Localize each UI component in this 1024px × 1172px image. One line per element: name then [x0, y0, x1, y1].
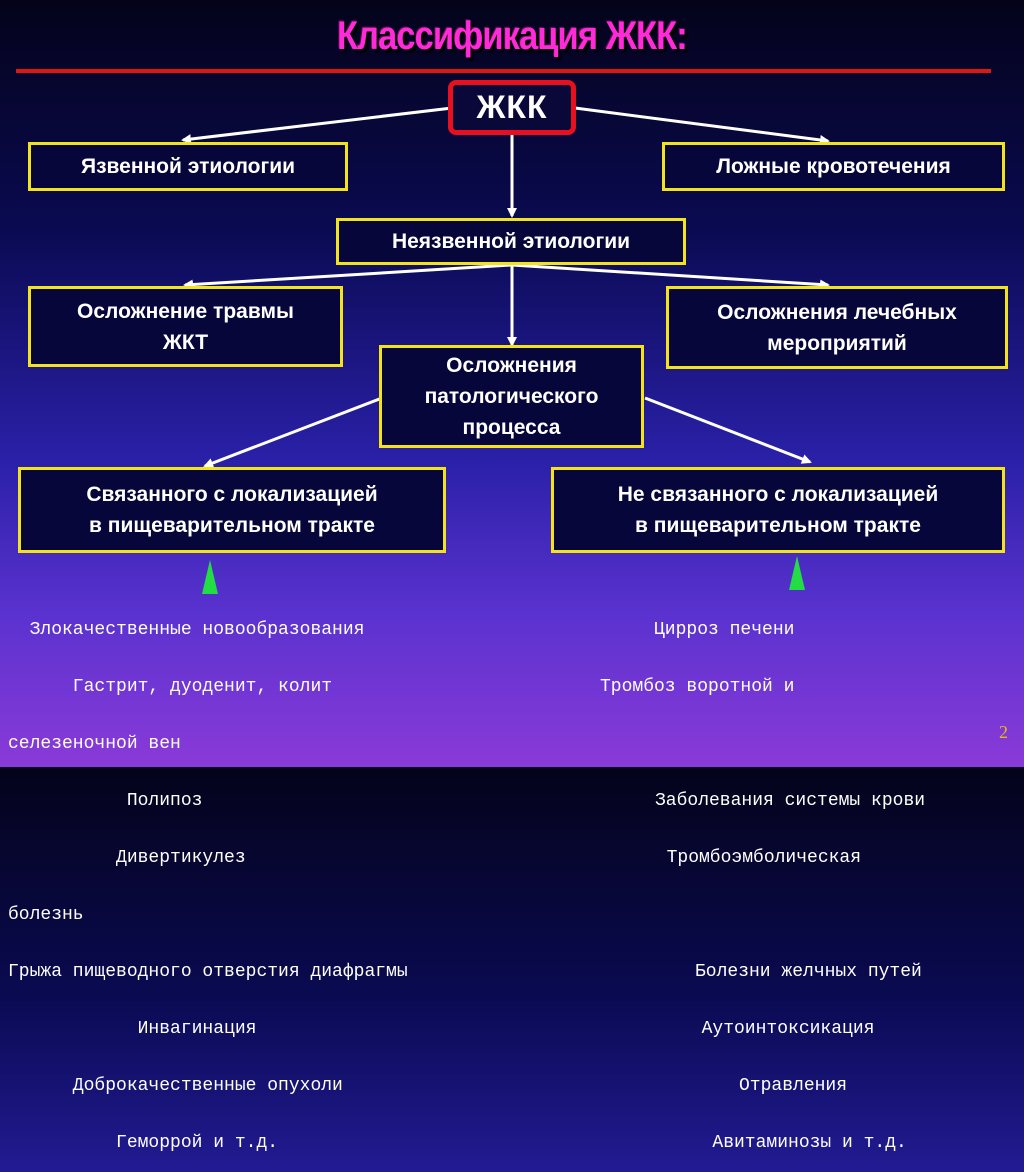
node-pathology: Осложнения патологического процесса: [379, 345, 644, 448]
left-list-item: Злокачественные новообразования: [8, 620, 365, 640]
node-ulcer-label: Язвенной этиологии: [80, 155, 296, 178]
right-list-item: Заболевания системы крови: [655, 791, 926, 811]
node-treatment-line1: Осложнения лечебных: [717, 300, 957, 324]
arrow-nonulcer-to-trauma: [183, 263, 513, 290]
node-pathology-line2: патологического: [424, 385, 599, 408]
left-marker-triangle: [202, 560, 218, 594]
node-pathology-line1: Осложнения: [446, 354, 577, 377]
right-list: Цирроз печени Тромбоз воротной и селезен…: [8, 583, 925, 1172]
arrow-nonulcer-to-treatment: [511, 263, 830, 290]
node-trauma: Осложнение травмы ЖКТ: [28, 286, 343, 367]
left-list-item: Гастрит, дуоденит, колит: [8, 677, 333, 697]
right-list-item: селезеночной вен: [8, 734, 181, 754]
right-list-item: Тромбоэмболическая: [645, 848, 862, 868]
node-related: Связанного с локализацией в пищеваритель…: [18, 467, 446, 553]
right-list-item: Аутоинтоксикация: [680, 1019, 875, 1039]
node-pathology-line3: процесса: [462, 416, 561, 439]
page-title: Классификация ЖКК:: [337, 14, 688, 58]
right-marker-triangle: [789, 556, 805, 590]
left-list-item: Геморрой и т.д.: [8, 1133, 279, 1153]
right-list-item: Цирроз печени: [600, 620, 795, 640]
node-false-bleeding: Ложные кровотечения: [662, 142, 1005, 191]
node-treatment-line2: мероприятий: [767, 331, 907, 355]
right-list-item: Отравления: [685, 1076, 848, 1096]
left-list-item: Доброкачественные опухоли: [8, 1076, 343, 1096]
node-unrelated: Не связанного с локализацией в пищеварит…: [551, 467, 1005, 553]
node-root-label: ЖКК: [476, 89, 548, 125]
node-non-ulcer-label: Неязвенной этиологии: [391, 230, 631, 253]
arrow-pathology-to-unrelated: [644, 396, 812, 464]
arrow-pathology-to-related: [203, 396, 383, 468]
node-related-line1: Связанного с локализацией: [86, 483, 378, 506]
node-related-line2: в пищеварительном тракте: [89, 514, 375, 537]
node-false-bleeding-label: Ложные кровотечения: [716, 155, 951, 178]
right-list-item: болезнь: [8, 905, 84, 925]
left-list-item: Дивертикулез: [8, 848, 246, 868]
arrow-root-to-ulcer: [181, 106, 453, 145]
page-number: 2: [999, 722, 1008, 742]
left-list: Злокачественные новообразования Гастрит,…: [8, 583, 408, 1172]
right-list-item: Авитаминозы и т.д.: [680, 1133, 907, 1153]
left-list-item: Грыжа пищеводного отверстия диафрагмы: [8, 962, 408, 982]
node-root: ЖКК: [448, 80, 576, 135]
right-list-item: Тромбоз воротной и: [600, 677, 795, 697]
node-treatment: Осложнения лечебных мероприятий: [666, 286, 1008, 369]
left-list-item: Инвагинация: [8, 1019, 257, 1039]
node-non-ulcer: Неязвенной этиологии: [336, 218, 686, 265]
right-list-item: Болезни желчных путей: [695, 962, 922, 982]
left-list-item: Полипоз: [8, 791, 203, 811]
node-ulcer: Язвенной этиологии: [28, 142, 348, 191]
node-trauma-line1: Осложнение травмы: [77, 299, 294, 323]
node-trauma-line2: ЖКТ: [162, 330, 209, 354]
arrow-root-to-false: [574, 106, 830, 145]
node-unrelated-line2: в пищеварительном тракте: [635, 514, 921, 537]
connector-arrows: [181, 106, 830, 468]
title-underline: [16, 69, 991, 73]
node-unrelated-line1: Не связанного с локализацией: [617, 483, 939, 506]
